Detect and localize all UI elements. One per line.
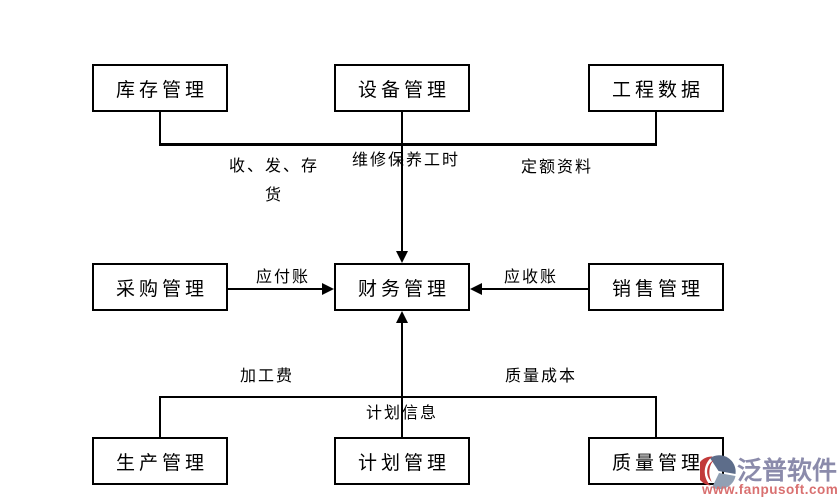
box-label: 计划管理 bbox=[357, 452, 450, 474]
connector-sales-to-finance bbox=[481, 288, 588, 290]
box-engineering-data: 工程数据 bbox=[588, 64, 724, 112]
connector-top-bus bbox=[159, 143, 657, 146]
connector-bottom-bus bbox=[159, 396, 657, 398]
edge-label-accounts-receivable: 应收账 bbox=[503, 269, 559, 286]
connector-production-rise bbox=[159, 396, 161, 438]
connector-purchase-to-finance bbox=[228, 288, 323, 290]
edge-label-accounts-payable: 应付账 bbox=[255, 269, 311, 286]
edge-label-quality-cost: 质量成本 bbox=[504, 368, 578, 385]
edge-label-plan-information: 计划信息 bbox=[365, 405, 439, 422]
box-purchase-management: 采购管理 bbox=[92, 263, 228, 311]
connector-equipment-to-finance bbox=[401, 112, 403, 251]
edge-label-processing-fee: 加工费 bbox=[239, 368, 295, 385]
box-label: 质量管理 bbox=[611, 452, 704, 474]
box-finance-management: 财务管理 bbox=[334, 263, 470, 311]
edge-label-maintenance-work-hours: 维修保养工时 bbox=[351, 152, 461, 169]
box-label: 销售管理 bbox=[611, 278, 704, 300]
box-equipment-management: 设备管理 bbox=[334, 64, 470, 112]
connector-inventory-drop bbox=[159, 112, 161, 143]
box-label: 财务管理 bbox=[357, 278, 450, 300]
arrowhead-into-finance-left bbox=[322, 283, 334, 295]
connector-quality-rise bbox=[655, 396, 657, 438]
connector-planning-to-finance bbox=[401, 323, 403, 438]
box-label: 设备管理 bbox=[357, 79, 450, 101]
brand-name: 泛普软件 bbox=[737, 457, 838, 485]
box-label: 生产管理 bbox=[115, 452, 208, 474]
arrowhead-into-finance-top bbox=[396, 251, 408, 263]
edge-label-receive-send-store-goods: 收、发、存货 bbox=[228, 158, 319, 204]
arrowhead-into-finance-right bbox=[470, 283, 482, 295]
box-label: 库存管理 bbox=[115, 79, 208, 101]
box-planning-management: 计划管理 bbox=[334, 437, 470, 485]
box-inventory-management: 库存管理 bbox=[92, 64, 228, 112]
box-label: 采购管理 bbox=[115, 278, 208, 300]
box-production-management: 生产管理 bbox=[92, 437, 228, 485]
arrowhead-into-finance-bottom bbox=[396, 311, 408, 323]
brand-logo-icon bbox=[700, 455, 736, 490]
connector-engineering-drop bbox=[655, 112, 657, 143]
box-sales-management: 销售管理 bbox=[588, 263, 724, 311]
edge-label-quota-data: 定额资料 bbox=[520, 159, 594, 176]
box-label: 工程数据 bbox=[611, 79, 704, 101]
brand-watermark: 泛普软件 www.fanpusoft.com bbox=[700, 450, 838, 502]
brand-url: www.fanpusoft.com bbox=[702, 482, 838, 497]
